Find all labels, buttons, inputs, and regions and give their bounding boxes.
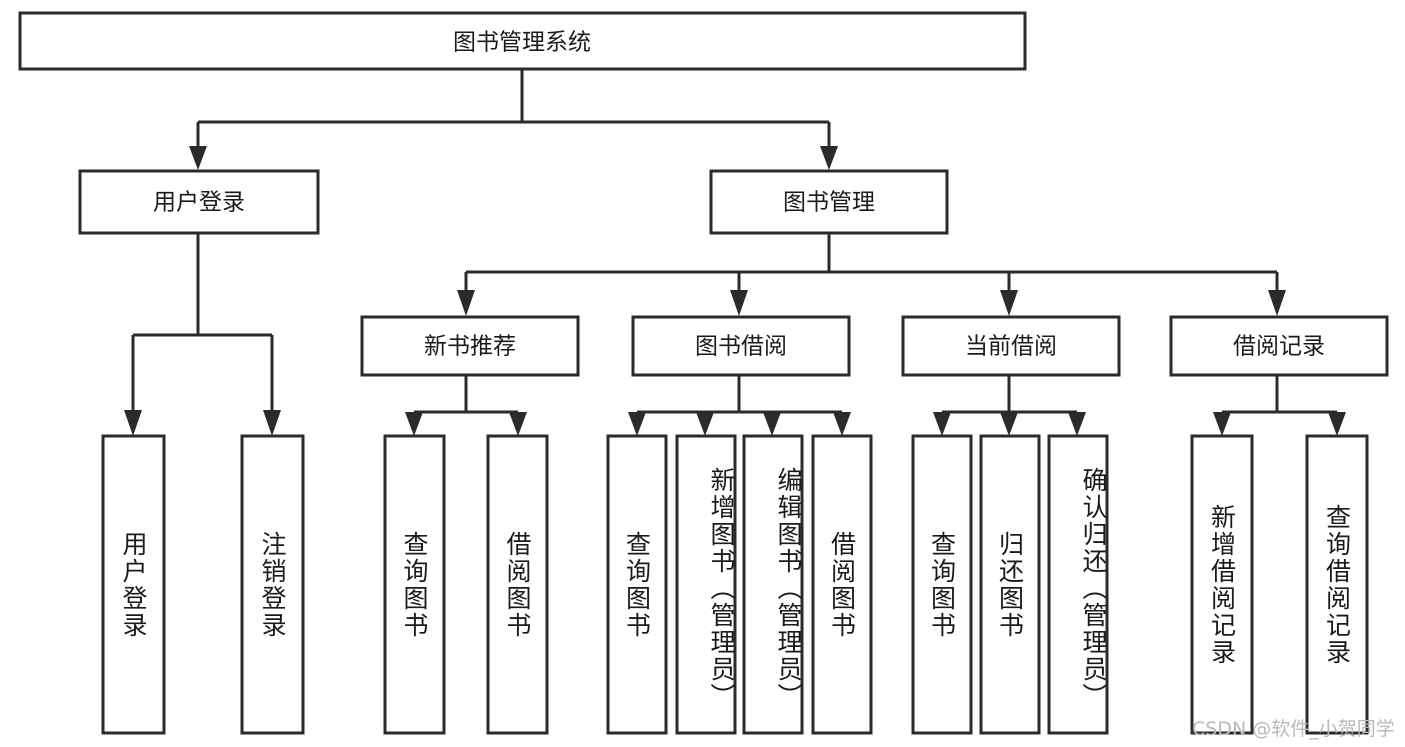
arrow-to-leaf-user-logout: [263, 410, 281, 436]
node-borrow-record-label: 借阅记录: [1233, 334, 1325, 360]
node-user-login[interactable]: 用户登录: [78, 169, 320, 235]
arrow-to-leaf-edit-book: [763, 412, 781, 436]
arrow-to-book-manage: [820, 146, 838, 170]
node-new-book-recommend[interactable]: 新书推荐: [360, 315, 580, 377]
node-leaf-query-book-3[interactable]: [911, 434, 973, 735]
node-leaf-edit-book[interactable]: [742, 434, 804, 735]
node-leaf-confirm-return[interactable]: [1047, 434, 1109, 735]
arrow-to-leaf-query-book-2: [628, 412, 646, 436]
node-book-borrow[interactable]: 图书借阅: [631, 315, 851, 377]
arrow-to-leaf-query-book-3: [933, 412, 951, 436]
arrow-to-book-borrow: [730, 290, 748, 316]
connector-book-manage-to-level3: [457, 233, 1286, 316]
arrow-to-leaf-add-record: [1213, 412, 1231, 436]
arrow-to-leaf-add-book: [696, 412, 714, 436]
node-new-book-recommend-label: 新书推荐: [424, 334, 516, 360]
node-current-borrow[interactable]: 当前借阅: [901, 315, 1121, 377]
arrow-to-user-login: [189, 146, 207, 170]
node-leaf-borrow-book-2[interactable]: [811, 434, 873, 735]
node-leaf-add-book[interactable]: [675, 434, 737, 735]
arrow-to-leaf-user-login: [124, 410, 142, 436]
connector-borrow-record-to-leaves: [1213, 375, 1346, 436]
arrow-to-new-book-recommend: [457, 290, 475, 316]
connector-root-to-level2: [189, 69, 838, 170]
node-borrow-record[interactable]: 借阅记录: [1169, 315, 1389, 377]
arrow-to-leaf-borrow-book-2: [833, 412, 851, 436]
arrow-to-leaf-borrow-book-1: [509, 412, 527, 436]
node-user-login-label: 用户登录: [153, 190, 245, 216]
arrow-to-current-borrow: [1000, 290, 1018, 316]
connector-user-login-to-leaves: [124, 233, 281, 436]
connector-new-book-recommend-to-leaves: [405, 375, 527, 436]
arrow-to-borrow-record: [1268, 290, 1286, 316]
connector-book-borrow-to-leaves: [628, 375, 851, 436]
arrow-to-leaf-query-book-1: [405, 412, 423, 436]
node-leaf-query-book-2[interactable]: [606, 434, 668, 735]
arrow-to-leaf-return-book: [1000, 412, 1018, 436]
node-leaf-user-logout[interactable]: [240, 434, 305, 735]
connector-current-borrow-to-leaves: [933, 375, 1086, 436]
node-leaf-user-login[interactable]: [101, 434, 166, 735]
node-current-borrow-label: 当前借阅: [965, 334, 1057, 360]
arrow-to-leaf-confirm-return: [1068, 412, 1086, 436]
node-leaf-return-book[interactable]: [979, 434, 1041, 735]
node-leaf-add-record[interactable]: [1190, 434, 1254, 735]
node-book-manage-label: 图书管理: [783, 190, 875, 216]
arrow-to-leaf-query-record: [1328, 412, 1346, 436]
node-root-label: 图书管理系统: [453, 30, 591, 56]
node-book-borrow-label: 图书借阅: [695, 334, 787, 360]
node-book-manage[interactable]: 图书管理: [709, 169, 949, 235]
node-root[interactable]: 图书管理系统: [18, 11, 1027, 71]
node-leaf-borrow-book-1[interactable]: [486, 434, 549, 735]
node-leaf-query-book-1[interactable]: [383, 434, 446, 735]
node-leaf-query-record[interactable]: [1305, 434, 1369, 735]
